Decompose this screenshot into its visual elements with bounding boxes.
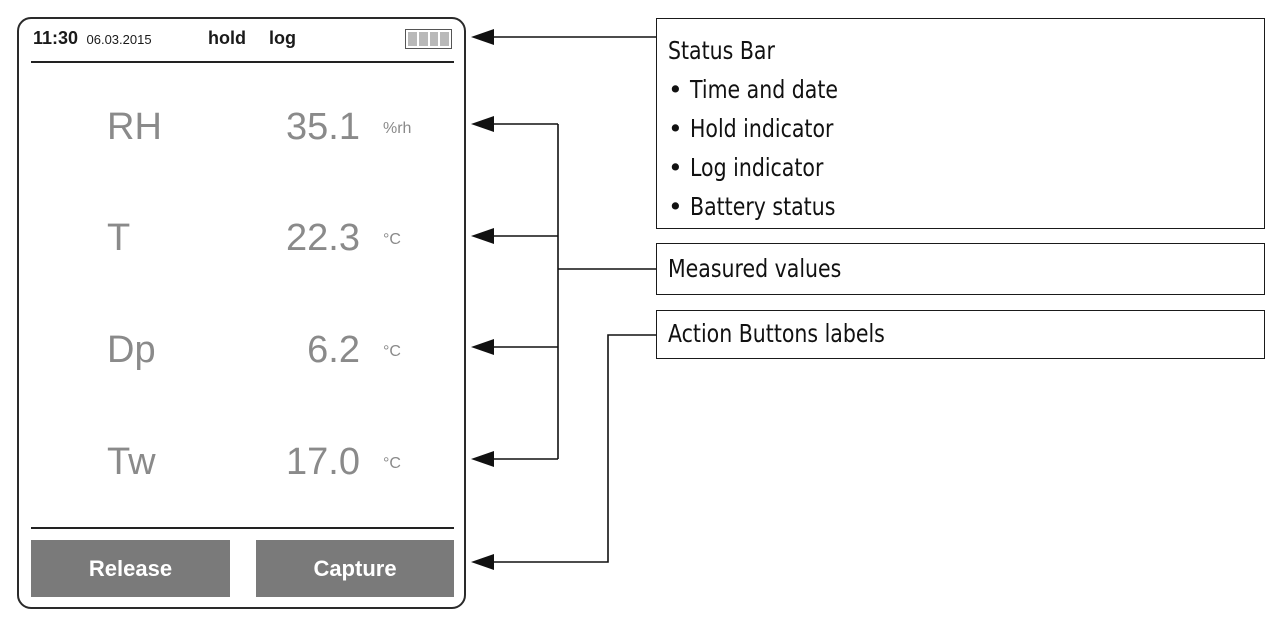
reading-name: Tw [107, 441, 156, 483]
reading-name: T [107, 217, 131, 259]
status-time: 11:30 [33, 28, 79, 48]
tw-arrow-icon [471, 451, 494, 467]
reading-rh: RH 35.1 %rh [19, 106, 464, 166]
button-divider [31, 527, 454, 529]
status-callout-list: Time and date Hold indicator Log indicat… [668, 70, 1264, 226]
t-arrow-icon [471, 228, 494, 244]
status-bar-callout: Status Bar Time and date Hold indicator … [656, 18, 1265, 229]
rh-arrow-icon [471, 116, 494, 132]
reading-value: 17.0 [286, 441, 360, 483]
list-item: Battery status [668, 187, 1264, 226]
reading-dp: Dp 6.2 °C [19, 329, 464, 389]
reading-value: 35.1 [286, 106, 360, 148]
battery-segment [408, 32, 417, 46]
battery-icon [405, 29, 452, 49]
reading-value: 6.2 [307, 329, 360, 371]
battery-segment [429, 32, 439, 46]
action-arrow-icon [471, 554, 494, 570]
hold-indicator: hold [208, 28, 246, 48]
action-callout-label: Action Buttons labels [668, 319, 885, 348]
list-item: Hold indicator [668, 109, 1264, 148]
status-callout-title: Status Bar [668, 36, 775, 65]
reading-name: RH [107, 106, 162, 148]
battery-segment [440, 32, 449, 46]
list-item: Log indicator [668, 148, 1264, 187]
reading-unit: °C [383, 455, 401, 472]
status-divider [31, 61, 454, 63]
status-date: 06.03.2015 [86, 32, 152, 47]
reading-unit: °C [383, 231, 401, 248]
reading-name: Dp [107, 329, 156, 371]
measured-callout-label: Measured values [668, 254, 842, 283]
status-arrow-icon [471, 29, 494, 45]
reading-value: 22.3 [286, 217, 360, 259]
reading-unit: %rh [383, 120, 412, 137]
reading-t: T 22.3 °C [19, 217, 464, 277]
list-item: Time and date [668, 70, 1264, 109]
battery-segment [418, 32, 428, 46]
reading-unit: °C [383, 343, 401, 360]
capture-button[interactable]: Capture [256, 540, 454, 597]
measured-values-callout: Measured values [656, 243, 1265, 295]
action-buttons-callout: Action Buttons labels [656, 310, 1265, 359]
status-bar: 11:30 06.03.2015 hold log [33, 28, 458, 54]
action-connector-line [488, 334, 656, 563]
dp-arrow-icon [471, 339, 494, 355]
reading-tw: Tw 17.0 °C [19, 441, 464, 501]
release-button[interactable]: Release [31, 540, 230, 597]
log-indicator: log [269, 28, 296, 48]
device-screen: 11:30 06.03.2015 hold log RH 35.1 %rh T … [17, 17, 466, 609]
